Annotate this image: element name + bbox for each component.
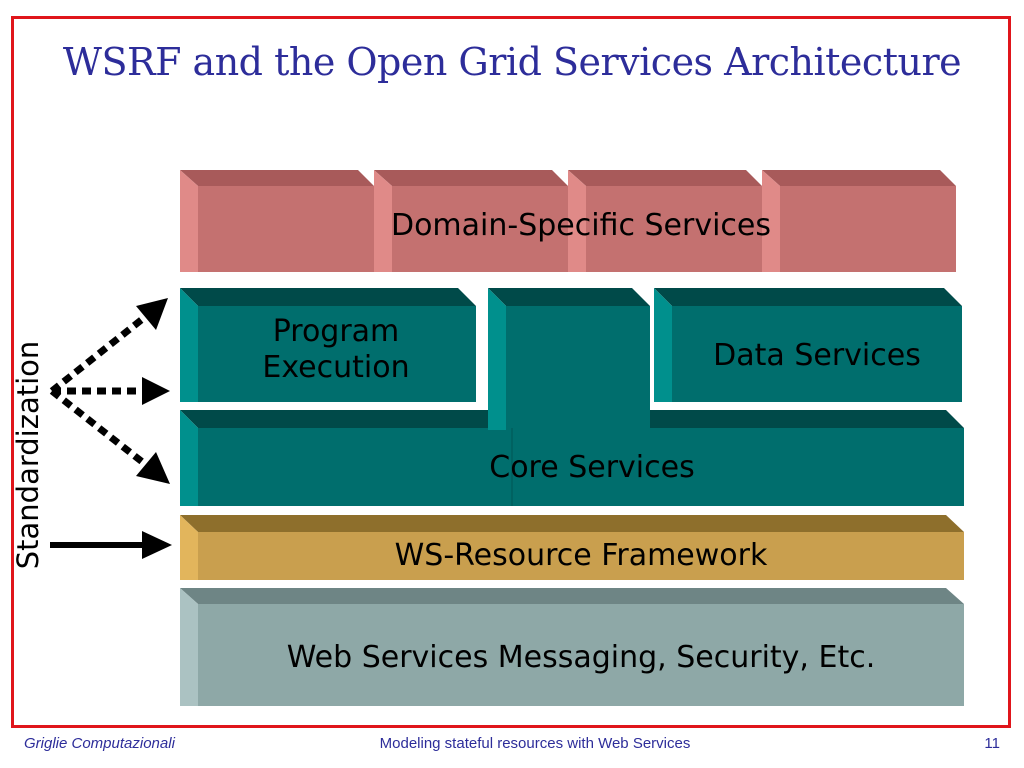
slide-title: WSRF and the Open Grid Services Architec… — [62, 40, 962, 84]
ws-resource-framework-label: WS-Resource Framework — [394, 538, 768, 573]
program-execution-block — [180, 288, 476, 402]
standardization-dotted-arrows — [49, 298, 170, 484]
footer-presentation-title: Modeling stateful resources with Web Ser… — [379, 735, 691, 752]
arrowhead-icon — [142, 531, 172, 559]
domain-brick — [374, 170, 568, 272]
domain-brick — [762, 170, 956, 272]
footer-page-number: 11 — [984, 735, 1000, 752]
web-services-messaging-block — [180, 588, 964, 706]
program-execution-label: Program Execution — [262, 314, 410, 385]
domain-specific-services-label: Domain-Specific Services — [390, 208, 772, 243]
arrowhead-icon — [136, 452, 170, 484]
domain-brick — [180, 170, 374, 272]
ws-resource-framework-block — [180, 515, 964, 580]
dotted-arrow-upper — [49, 310, 153, 394]
data-services-label: Data Services — [713, 338, 921, 373]
dotted-arrow-lower — [49, 388, 153, 471]
standardization-solid-arrow — [50, 531, 172, 559]
arrowhead-icon — [136, 298, 168, 330]
footer-course-name: Griglie Computazionali — [24, 735, 175, 752]
data-services-block — [654, 288, 962, 402]
standardization-label: Standardization — [11, 340, 45, 570]
core-services-column — [488, 288, 650, 506]
arrowhead-icon — [142, 377, 170, 405]
core-services-label: Core Services — [489, 450, 695, 485]
slide-frame — [11, 16, 1011, 728]
web-services-messaging-label: Web Services Messaging, Security, Etc. — [286, 640, 876, 675]
domain-brick — [568, 170, 762, 272]
domain-specific-services-block — [180, 170, 956, 272]
